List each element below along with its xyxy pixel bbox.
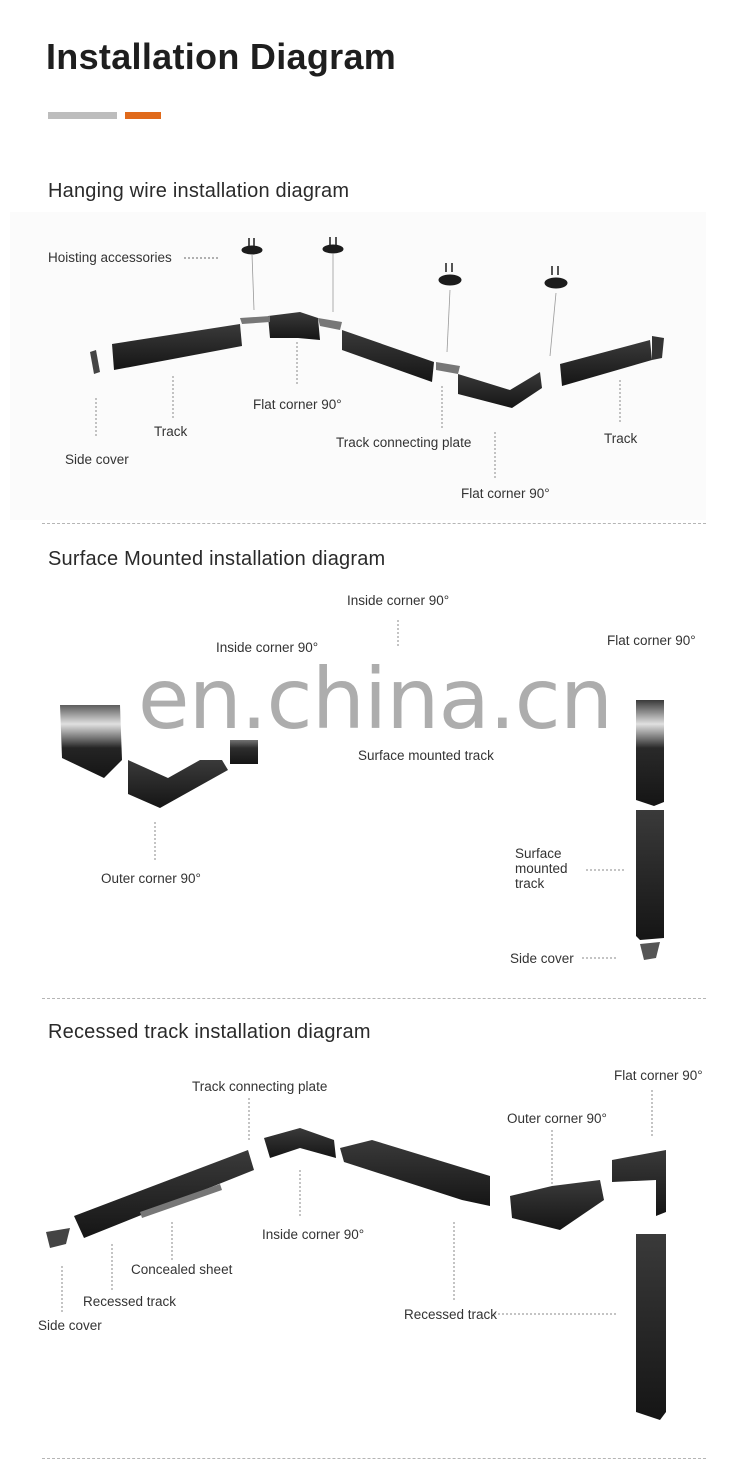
label-surface-mounted-track-v: Surface mounted track <box>515 846 568 891</box>
label-inside-corner-top: Inside corner 90° <box>347 593 450 608</box>
section-divider-1 <box>42 523 706 524</box>
label-track-connecting-plate: Track connecting plate <box>336 435 472 450</box>
label-track-right: Track <box>604 431 638 446</box>
label-flat-corner-1: Flat corner 90° <box>253 397 342 412</box>
label-hoisting-accessories: Hoisting accessories <box>48 250 172 265</box>
label-flat-corner-2: Flat corner 90° <box>461 486 550 501</box>
label-side-cover-3: Side cover <box>38 1318 102 1333</box>
label-recessed-track-right: Recessed track <box>404 1307 498 1322</box>
label-surface-mounted-track-h: Surface mounted track <box>358 748 494 763</box>
hoist-4 <box>544 266 568 357</box>
section-title-hanging: Hanging wire installation diagram <box>48 180 350 202</box>
label-recessed-track-left: Recessed track <box>83 1294 177 1309</box>
label-side-cover: Side cover <box>65 452 129 467</box>
label-flat-corner-3: Flat corner 90° <box>614 1068 703 1083</box>
label-outer-corner: Outer corner 90° <box>101 871 201 886</box>
label-track-connecting-plate-3: Track connecting plate <box>192 1079 328 1094</box>
label-outer-corner-3: Outer corner 90° <box>507 1111 607 1126</box>
label-track-left: Track <box>154 424 188 439</box>
label-side-cover-2: Side cover <box>510 951 574 966</box>
label-inside-corner-3: Inside corner 90° <box>262 1227 365 1242</box>
section-divider-3 <box>42 1458 706 1459</box>
recessed-diagram <box>46 1090 666 1420</box>
section-title-surface: Surface Mounted installation diagram <box>48 548 386 570</box>
label-inside-corner-left: Inside corner 90° <box>216 640 319 655</box>
hoist-2 <box>322 237 344 312</box>
accent-bar-grey <box>48 112 117 119</box>
label-flat-corner: Flat corner 90° <box>607 633 696 648</box>
section-divider-2 <box>42 998 706 999</box>
accent-bar-orange <box>125 112 161 119</box>
page-title: Installation Diagram <box>46 36 397 77</box>
hanging-diagram <box>90 237 664 478</box>
label-concealed-sheet: Concealed sheet <box>131 1262 233 1277</box>
watermark-band <box>50 700 680 748</box>
section-title-recessed: Recessed track installation diagram <box>48 1021 371 1043</box>
hoist-1 <box>241 238 263 311</box>
watermark: en.china.cn <box>137 650 613 748</box>
hoist-3 <box>438 263 462 353</box>
